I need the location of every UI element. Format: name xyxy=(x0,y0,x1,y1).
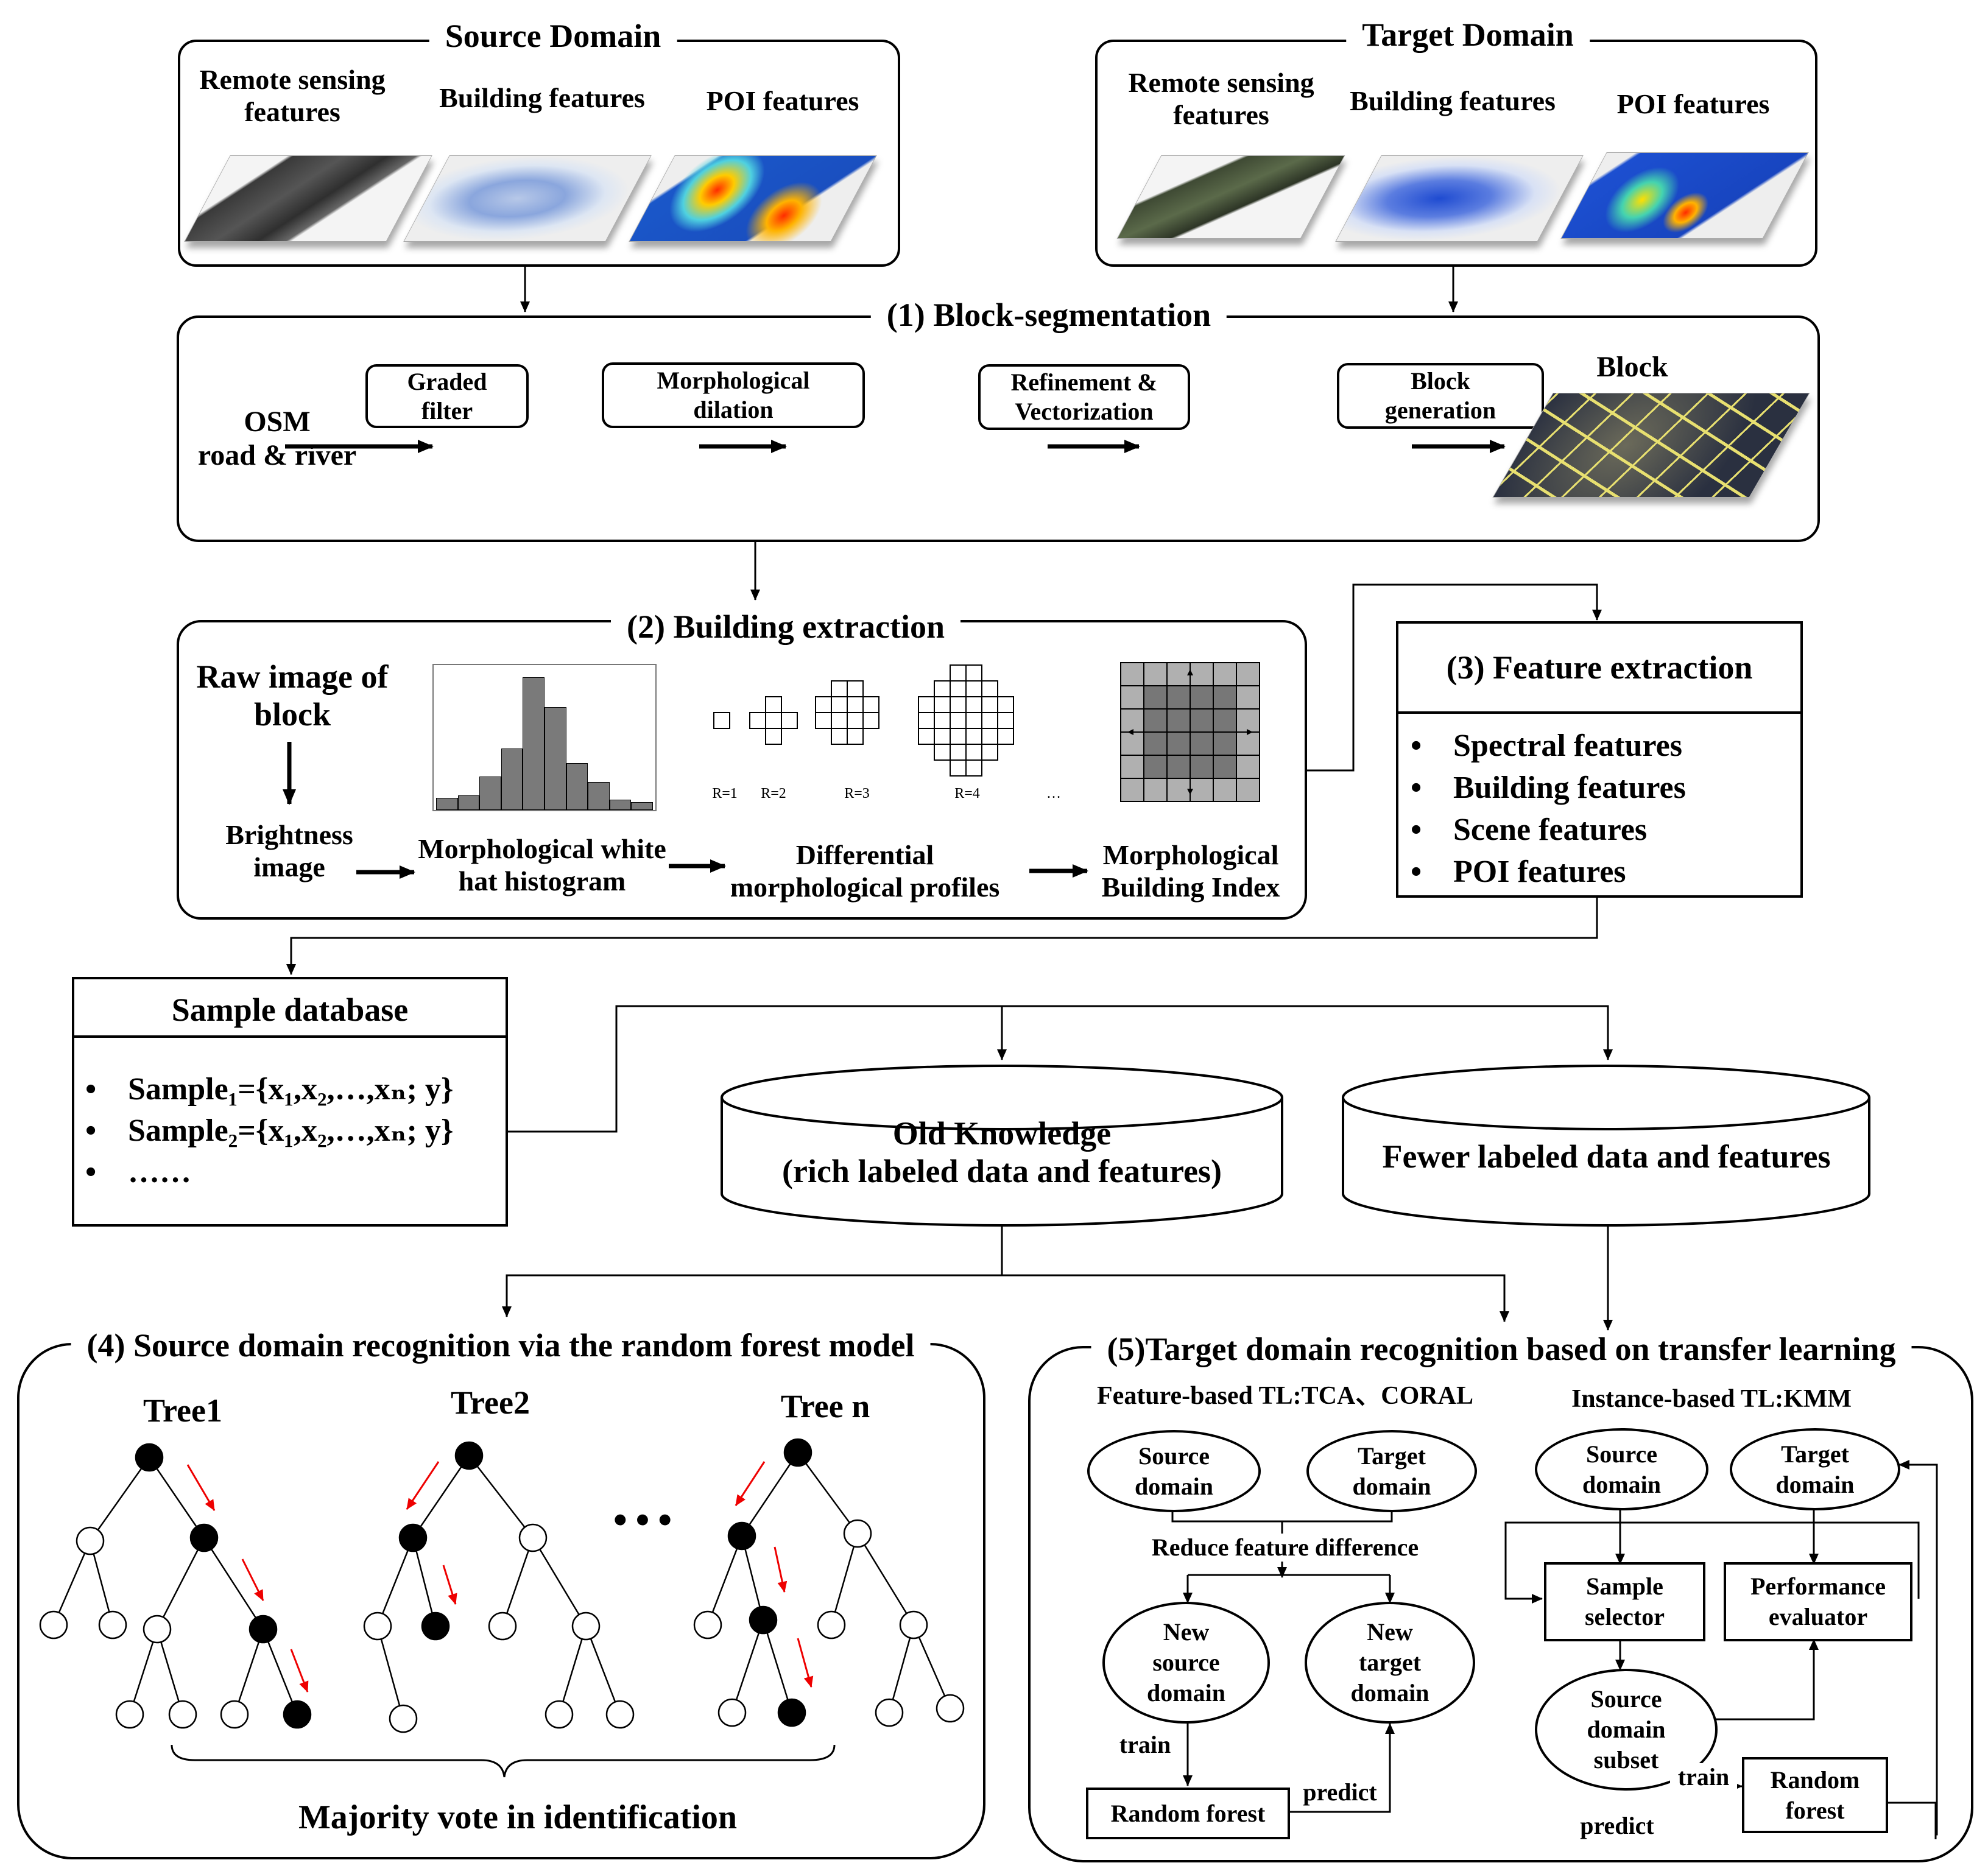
ib-train-label: train xyxy=(1670,1763,1737,1791)
sample-item: …… xyxy=(79,1152,453,1193)
ib-source-domain-node: Source domain xyxy=(1535,1428,1708,1510)
sample-database-title: Sample database xyxy=(171,992,409,1028)
building-extraction-title: (2) Building extraction xyxy=(611,608,961,646)
tree1-label: Tree1 xyxy=(143,1392,222,1429)
reduce-difference-label: Reduce feature difference xyxy=(1115,1534,1456,1562)
fb-new-target-node: New target domain xyxy=(1305,1602,1475,1724)
feature-extraction-divider xyxy=(1396,711,1803,714)
fb-target-domain-node: Target domain xyxy=(1306,1430,1477,1512)
trees-ellipsis: ··· xyxy=(608,1482,677,1557)
radius-label-1: R=1 xyxy=(712,786,738,801)
refinement-vectorization-step: Refinement & Vectorization xyxy=(978,364,1190,430)
fb-random-forest-box: Random forest xyxy=(1086,1788,1290,1839)
sample-selector-box: Sample selector xyxy=(1544,1562,1705,1641)
raw-image-label: Raw image of block xyxy=(196,658,389,733)
block-segmentation-title: (1) Block-segmentation xyxy=(870,297,1227,334)
block-generation-step: Block generation xyxy=(1337,363,1544,429)
tree-1 xyxy=(39,1443,312,1729)
feature-extraction-title: (3) Feature extraction xyxy=(1446,649,1753,686)
instance-based-title: Instance-based TL:KMM xyxy=(1571,1385,1852,1413)
decision-path-arrows xyxy=(186,1461,814,1693)
target-poi-label: POI features xyxy=(1616,88,1770,119)
sample-database-divider xyxy=(72,1035,508,1038)
fb-source-domain-node: Source domain xyxy=(1087,1430,1261,1512)
ib-random-forest-box: Random forest xyxy=(1742,1757,1888,1833)
dmp-label: Differential morphological profiles xyxy=(730,839,1000,903)
morphological-dilation-step: Morphological dilation xyxy=(602,362,865,428)
fb-new-source-node: New source domain xyxy=(1102,1602,1270,1724)
target-remote-sensing-label: Remote sensing features xyxy=(1128,67,1314,130)
ib-target-domain-node: Target domain xyxy=(1730,1428,1900,1510)
mbi-label: Morphological Building Index xyxy=(1101,839,1280,903)
feature-based-title: Feature-based TL:TCA、CORAL xyxy=(1097,1382,1473,1410)
tree-n xyxy=(693,1438,965,1727)
old-knowledge-label: Old Knowledge (rich labeled data and fea… xyxy=(782,1115,1222,1190)
source-remote-sensing-label: Remote sensing features xyxy=(199,64,386,127)
target-recognition-title: (5)Target domain recognition based on tr… xyxy=(1091,1331,1912,1368)
fewer-data-label: Fewer labeled data and features xyxy=(1382,1138,1831,1175)
block-output-label: Block xyxy=(1596,351,1668,383)
osm-input-label: OSM road & river xyxy=(197,406,357,472)
target-building-label: Building features xyxy=(1350,85,1556,116)
target-domain-title: Target Domain xyxy=(1346,16,1590,54)
radius-label-more: … xyxy=(1046,786,1061,801)
radius-label-2: R=2 xyxy=(761,786,786,801)
feature-item: Building features xyxy=(1405,767,1686,809)
majority-vote-label: Majority vote in identification xyxy=(298,1798,738,1836)
treen-label: Tree n xyxy=(780,1388,870,1425)
radius-label-4: R=4 xyxy=(954,786,980,801)
sample-item: Sample₂={x₁,x₂,…,xₙ; y} xyxy=(79,1110,453,1152)
radius-label-3: R=3 xyxy=(844,786,870,801)
feature-item: Scene features xyxy=(1405,809,1686,851)
sample-list: Sample₁={x₁,x₂,…,xₙ; y} Sample₂={x₁,x₂,…… xyxy=(79,1069,453,1193)
fb-predict-label: predict xyxy=(1303,1778,1377,1806)
brightness-image-label: Brightness image xyxy=(225,819,353,882)
white-hat-histogram-label: Morphological white hat histogram xyxy=(418,833,666,896)
feature-list: Spectral features Building features Scen… xyxy=(1405,725,1686,893)
source-poi-label: POI features xyxy=(706,85,859,116)
tree2-label: Tree2 xyxy=(451,1384,530,1421)
source-domain-title: Source Domain xyxy=(429,18,677,55)
tree-2 xyxy=(363,1441,635,1733)
ib-predict-label: predict xyxy=(1580,1812,1654,1839)
source-building-label: Building features xyxy=(439,82,645,113)
white-hat-histogram xyxy=(432,664,657,811)
performance-evaluator-box: Performance evaluator xyxy=(1724,1562,1912,1641)
feature-item: POI features xyxy=(1405,851,1686,893)
fb-train-label: train xyxy=(1119,1731,1171,1758)
sample-item: Sample₁={x₁,x₂,…,xₙ; y} xyxy=(79,1069,453,1110)
source-recognition-title: (4) Source domain recognition via the ra… xyxy=(71,1327,931,1364)
feature-item: Spectral features xyxy=(1405,725,1686,767)
graded-filter-step: Graded filter xyxy=(365,364,529,428)
